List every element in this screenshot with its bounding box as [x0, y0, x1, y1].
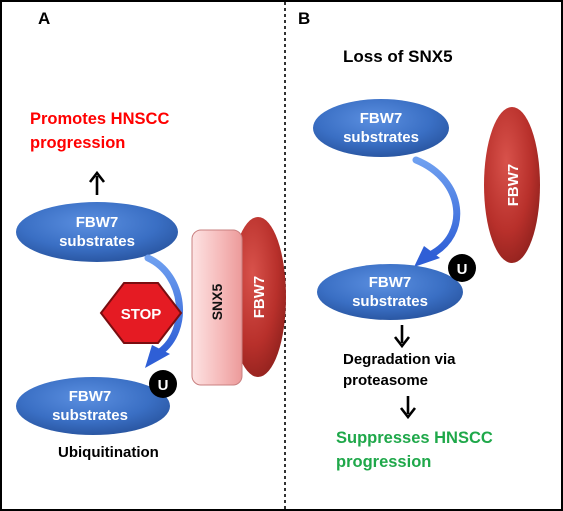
panel-a: A Promotes HNSCC progression FBW7 SNX5 F…: [16, 9, 286, 461]
panel-b-substrate-bottom-line1: FBW7: [369, 274, 412, 291]
panel-a-ubiquitin-text: U: [158, 377, 169, 394]
panel-b-down-arrow-1-icon: [393, 325, 411, 349]
panel-a-substrate-bottom: [16, 377, 170, 435]
panel-a-fbw7-ellipse: [230, 217, 286, 377]
panel-a-substrate-top-line1: FBW7: [76, 214, 119, 231]
panel-a-outcome-line1: Promotes HNSCC: [30, 110, 169, 128]
panel-b-degradation-line2: proteasome: [343, 372, 428, 389]
panel-a-substrate-top: [16, 202, 178, 262]
panel-a-label: A: [38, 9, 50, 28]
panel-a-snx5-label: SNX5: [209, 284, 225, 321]
panel-b-ubiquitin-text: U: [457, 261, 468, 278]
panel-a-caption: Ubiquitination: [58, 444, 159, 461]
panel-a-substrate-bottom-line1: FBW7: [69, 388, 112, 405]
panel-a-substrate-top-line2: substrates: [59, 233, 135, 250]
panel-a-up-arrow-icon: [88, 170, 106, 195]
panel-b-outcome-line1: Suppresses HNSCC: [336, 429, 493, 447]
panel-a-stop-sign-icon: STOP: [99, 282, 183, 344]
panel-a-outcome-line2: progression: [30, 134, 125, 152]
panel-b-substrate-top-line1: FBW7: [360, 110, 403, 127]
panel-b-substrate-top-line2: substrates: [343, 129, 419, 146]
panel-b: B Loss of SNX5 FBW7 FBW7 substrates FBW7…: [298, 9, 540, 471]
panel-b-substrate-bottom: [317, 264, 463, 320]
panel-b-curved-arrow-icon: [412, 156, 461, 267]
panel-b-title: Loss of SNX5: [343, 47, 453, 66]
panel-b-fbw7-label: FBW7: [505, 164, 522, 207]
panel-b-down-arrow-2-icon: [399, 396, 417, 420]
panel-a-stop-text: STOP: [121, 306, 162, 323]
panel-b-outcome-line2: progression: [336, 453, 431, 471]
panel-b-label: B: [298, 9, 310, 28]
panel-a-curved-arrow-icon: [144, 254, 183, 368]
panel-a-snx5-box: [191, 229, 243, 386]
panel-a-fbw7-label: FBW7: [251, 276, 268, 319]
panel-b-degradation-line1: Degradation via: [343, 351, 456, 368]
panel-b-ubiquitin-badge: U: [448, 254, 476, 282]
panel-a-ubiquitin-badge: U: [149, 370, 177, 398]
panel-b-substrate-bottom-line2: substrates: [352, 293, 428, 310]
panel-a-substrate-bottom-line2: substrates: [52, 407, 128, 424]
panel-b-fbw7-ellipse: [484, 107, 540, 263]
panel-b-substrate-top: [313, 99, 449, 157]
